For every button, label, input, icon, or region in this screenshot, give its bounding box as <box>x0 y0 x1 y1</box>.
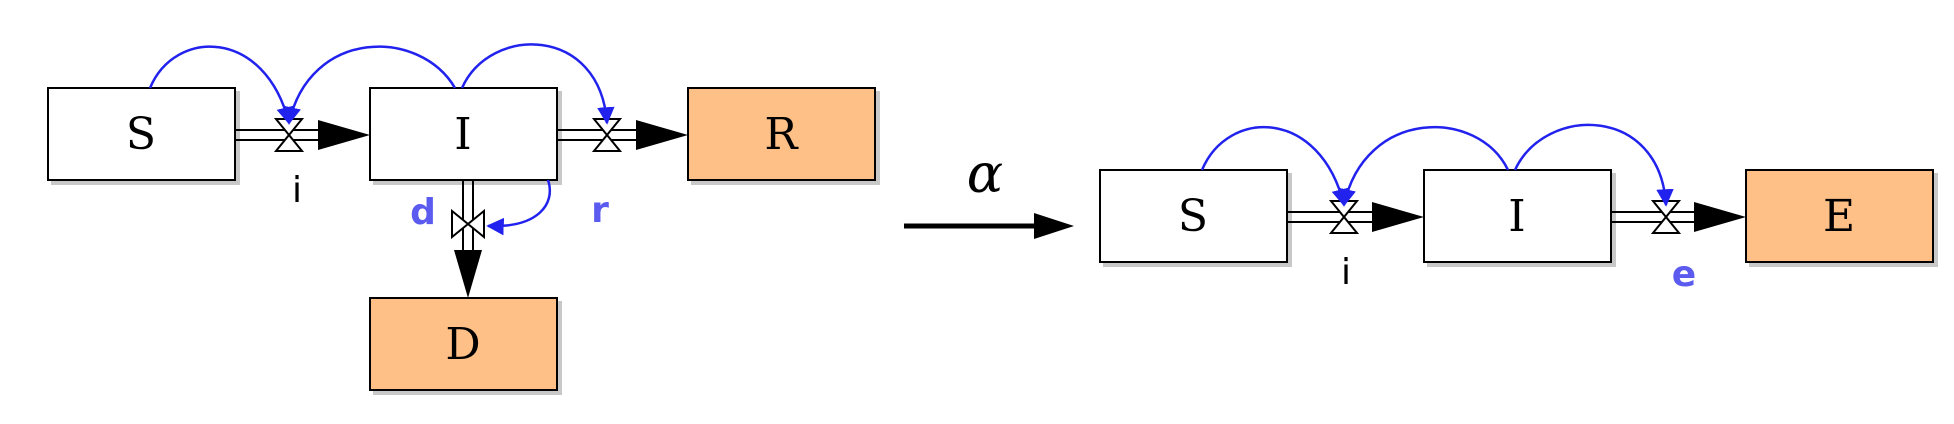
flow-pipe-s-to-i-left <box>235 120 370 150</box>
transform-arrow <box>904 213 1074 239</box>
flow-label-i-right: i <box>1341 252 1351 293</box>
right-model: S I E i e <box>1099 123 1934 295</box>
valve-icon-r-left <box>591 118 623 152</box>
flow-pipe-i-to-d-left <box>454 180 482 298</box>
link-i-to-r-valve-left <box>460 43 615 125</box>
alpha-symbol: α <box>967 142 1003 205</box>
link-i-to-i-valve-left <box>283 45 457 125</box>
stock-i-right-label: I <box>1508 191 1525 242</box>
stock-s-right: S <box>1099 169 1288 263</box>
stock-d-left: D <box>369 297 558 391</box>
valve-icon-i-right <box>1328 200 1360 234</box>
link-i-to-i-valve-right <box>1338 126 1510 207</box>
stock-s-right-label: S <box>1178 191 1208 242</box>
link-i-to-e-valve-right <box>1513 123 1674 207</box>
stock-i-left: I <box>369 87 558 181</box>
stock-s-left: S <box>47 87 236 181</box>
flow-label-e-right: e <box>1672 254 1696 295</box>
left-model: S I R D i <box>47 43 876 391</box>
link-s-to-i-valve-right <box>1200 126 1349 207</box>
stock-i-right: I <box>1423 169 1612 263</box>
flow-label-i-left: i <box>292 170 302 211</box>
stock-e-right: E <box>1745 169 1934 263</box>
stock-e-right-label: E <box>1823 191 1855 242</box>
valve-icon-i-left <box>273 118 305 152</box>
flow-pipe-i-to-e-right <box>1611 202 1746 232</box>
valve-icon-e-right <box>1650 200 1682 234</box>
flow-label-r-left: r <box>591 190 609 231</box>
stock-r-left: R <box>687 87 876 181</box>
stock-d-left-label: D <box>445 319 480 370</box>
valve-icon-d-left <box>451 208 485 240</box>
stock-i-left-label: I <box>454 109 471 160</box>
flow-pipe-i-to-r-left <box>557 120 688 150</box>
link-s-to-i-valve-left <box>148 45 294 125</box>
stock-s-left-label: S <box>126 109 156 160</box>
flow-label-d-left: d <box>410 192 436 233</box>
stock-r-left-label: R <box>764 109 799 160</box>
link-i-to-d-valve-left <box>486 179 551 236</box>
flow-pipe-s-to-i-right <box>1287 202 1424 232</box>
